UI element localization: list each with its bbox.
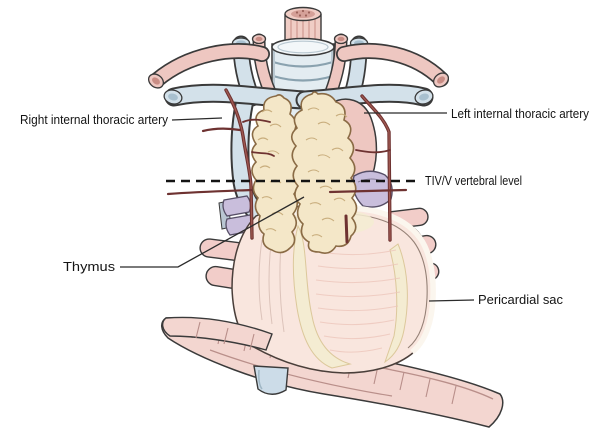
esophagus-stub: [284, 6, 322, 43]
label-pericardial-sac: Pericardial sac: [428, 293, 563, 307]
inferior-vena-cava: [253, 365, 289, 395]
tiv-v-vertebral-level-label: TIV/V vertebral level: [425, 174, 522, 188]
right-internal-thoracic-artery-vessel: [166, 88, 275, 240]
left-internal-thoracic-artery-vessel: [328, 94, 408, 244]
pericardial-sac-label: Pericardial sac: [478, 293, 563, 307]
right-internal-thoracic-artery-label: Right internal thoracic artery: [20, 113, 169, 127]
label-thymus: Thymus: [63, 196, 305, 274]
label-tiv-v-vertebral-level: TIV/V vertebral level: [425, 174, 522, 188]
label-right-internal-thoracic-artery: Right internal thoracic artery: [20, 113, 223, 127]
label-left-internal-thoracic-artery: Left internal thoracic artery: [364, 107, 590, 121]
diaphragm-left-edge: [161, 316, 273, 351]
thymus-gland: [251, 91, 358, 254]
thymus-leader-line: [120, 196, 305, 268]
right-neck-and-subclavian-vessels: [147, 33, 315, 220]
left-internal-thoracic-artery-label: Left internal thoracic artery: [451, 107, 590, 121]
right-internal-thoracic-artery-leader-line: [171, 117, 223, 121]
thymus-label: Thymus: [63, 260, 115, 274]
pericardial-sac-leader-line: [428, 299, 475, 302]
